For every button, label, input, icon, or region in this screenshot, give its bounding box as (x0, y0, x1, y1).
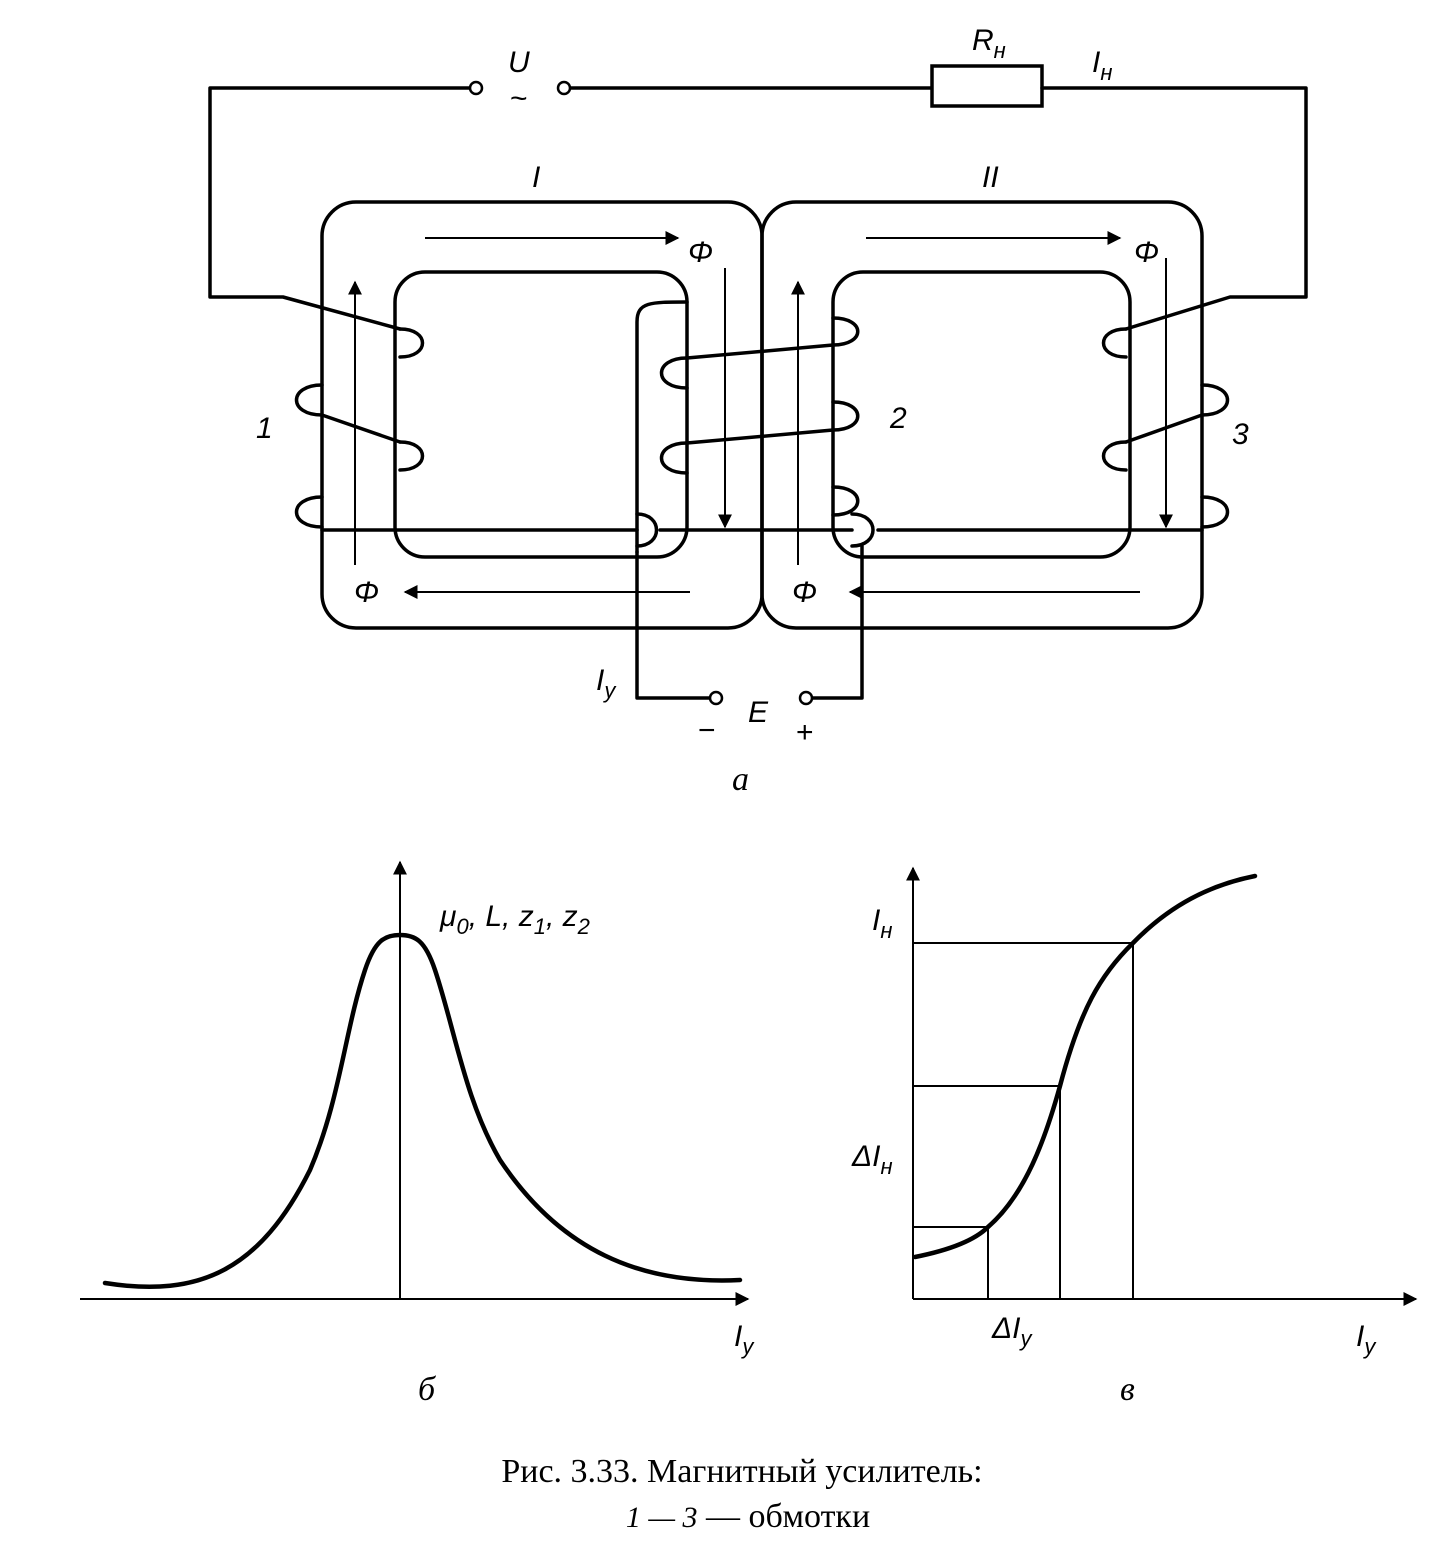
flux-label-top-left: Φ (688, 236, 713, 269)
voltage-label: U (508, 46, 530, 79)
load-circuit-wire-right (1040, 86, 1308, 331)
winding-2-label: 2 (889, 402, 907, 435)
load-current-label: Iн (1092, 46, 1112, 85)
graph-b-x-label: Iу (734, 1320, 755, 1359)
ac-terminal-right (556, 80, 572, 96)
panel-b-label: б (418, 1371, 437, 1408)
graph-b-param-label: μ0, L, z1, z2 (439, 900, 590, 939)
graph-panel-b: μ0, L, z1, z2 Iу б (80, 860, 755, 1408)
flux-arrows (348, 231, 1173, 599)
core-right-inner (831, 270, 1132, 559)
figure-caption: Рис. 3.33. Магнитный усилитель: 1 — 3 — … (501, 1453, 982, 1535)
graph-b-curve (102, 932, 743, 1290)
flux-label-bottom-left: Φ (354, 576, 379, 609)
caption-line-2: 1 — 3 — обмотки (626, 1498, 870, 1535)
dc-terminal-plus (798, 690, 814, 706)
winding-2 (635, 300, 860, 554)
graph-v-y-label: Iн (872, 904, 892, 943)
graph-v-guide-lines (913, 942, 1134, 1299)
schematic-panel-a: U ~ Rн Iн I II Φ Φ Φ Φ 1 2 3 Iу E − + а (208, 24, 1308, 798)
core-left-label: I (532, 161, 540, 194)
flux-label-bottom-right: Φ (792, 576, 817, 609)
graph-v-x-label: Iу (1356, 1320, 1377, 1359)
load-circuit-wire-left (208, 86, 472, 331)
graph-v-delta-y-label: ΔIн (851, 1140, 893, 1179)
control-wire-left (635, 550, 712, 700)
ac-terminal-left (468, 80, 484, 96)
core-left-inner (393, 270, 689, 559)
ac-symbol: ~ (510, 82, 528, 115)
winding-1-label: 1 (256, 412, 273, 445)
winding-3 (1101, 327, 1230, 529)
core-right-label: II (982, 161, 999, 194)
control-current-label: Iу (596, 664, 617, 703)
flux-label-top-right: Φ (1134, 236, 1159, 269)
graph-v-curve (912, 873, 1258, 1260)
plus-sign: + (796, 716, 814, 749)
minus-sign: − (698, 714, 716, 747)
winding-1 (294, 327, 425, 529)
panel-v-label: в (1120, 1371, 1135, 1408)
dc-source-label: E (748, 696, 769, 729)
load-resistor-label: Rн (972, 24, 1006, 63)
load-resistor (930, 64, 1044, 108)
dc-terminal-minus (708, 690, 724, 706)
control-wire-right (810, 544, 864, 700)
graph-panel-v: Iн ΔIн ΔIу Iу в (851, 866, 1418, 1408)
winding-return-lead (320, 512, 1204, 548)
panel-a-label: а (732, 761, 749, 798)
caption-line-1: Рис. 3.33. Магнитный усилитель: (501, 1453, 982, 1490)
winding-3-label: 3 (1232, 418, 1249, 451)
graph-v-delta-x-label: ΔIу (991, 1312, 1033, 1351)
